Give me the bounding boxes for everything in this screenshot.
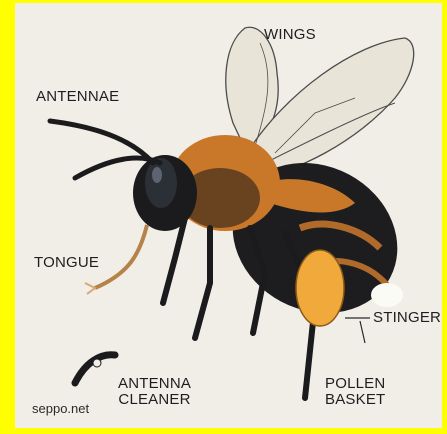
credit-text: seppo.net: [32, 401, 89, 416]
label-tongue: TONGUE: [34, 255, 99, 271]
label-antennae: ANTENNAE: [36, 89, 119, 105]
antenna-cleaner-drawing: [75, 355, 115, 383]
bee-illustration: [15, 3, 442, 428]
diagram-canvas: WINGS ANTENNAE TONGUE STINGER ANTENNA CL…: [15, 3, 442, 428]
label-antenna-cleaner-line1: ANTENNA: [118, 376, 191, 392]
label-wings: WINGS: [264, 27, 316, 43]
label-stinger: STINGER: [373, 310, 441, 326]
label-antenna-cleaner-line2: CLEANER: [118, 392, 191, 408]
label-pollen-basket: POLLEN BASKET: [325, 376, 385, 408]
label-pollen-basket-line2: BASKET: [325, 392, 385, 408]
pollen-basket-drawing: [296, 250, 344, 326]
label-pollen-basket-line1: POLLEN: [325, 376, 385, 392]
leader-lines: [345, 318, 370, 343]
label-antenna-cleaner: ANTENNA CLEANER: [118, 376, 191, 408]
